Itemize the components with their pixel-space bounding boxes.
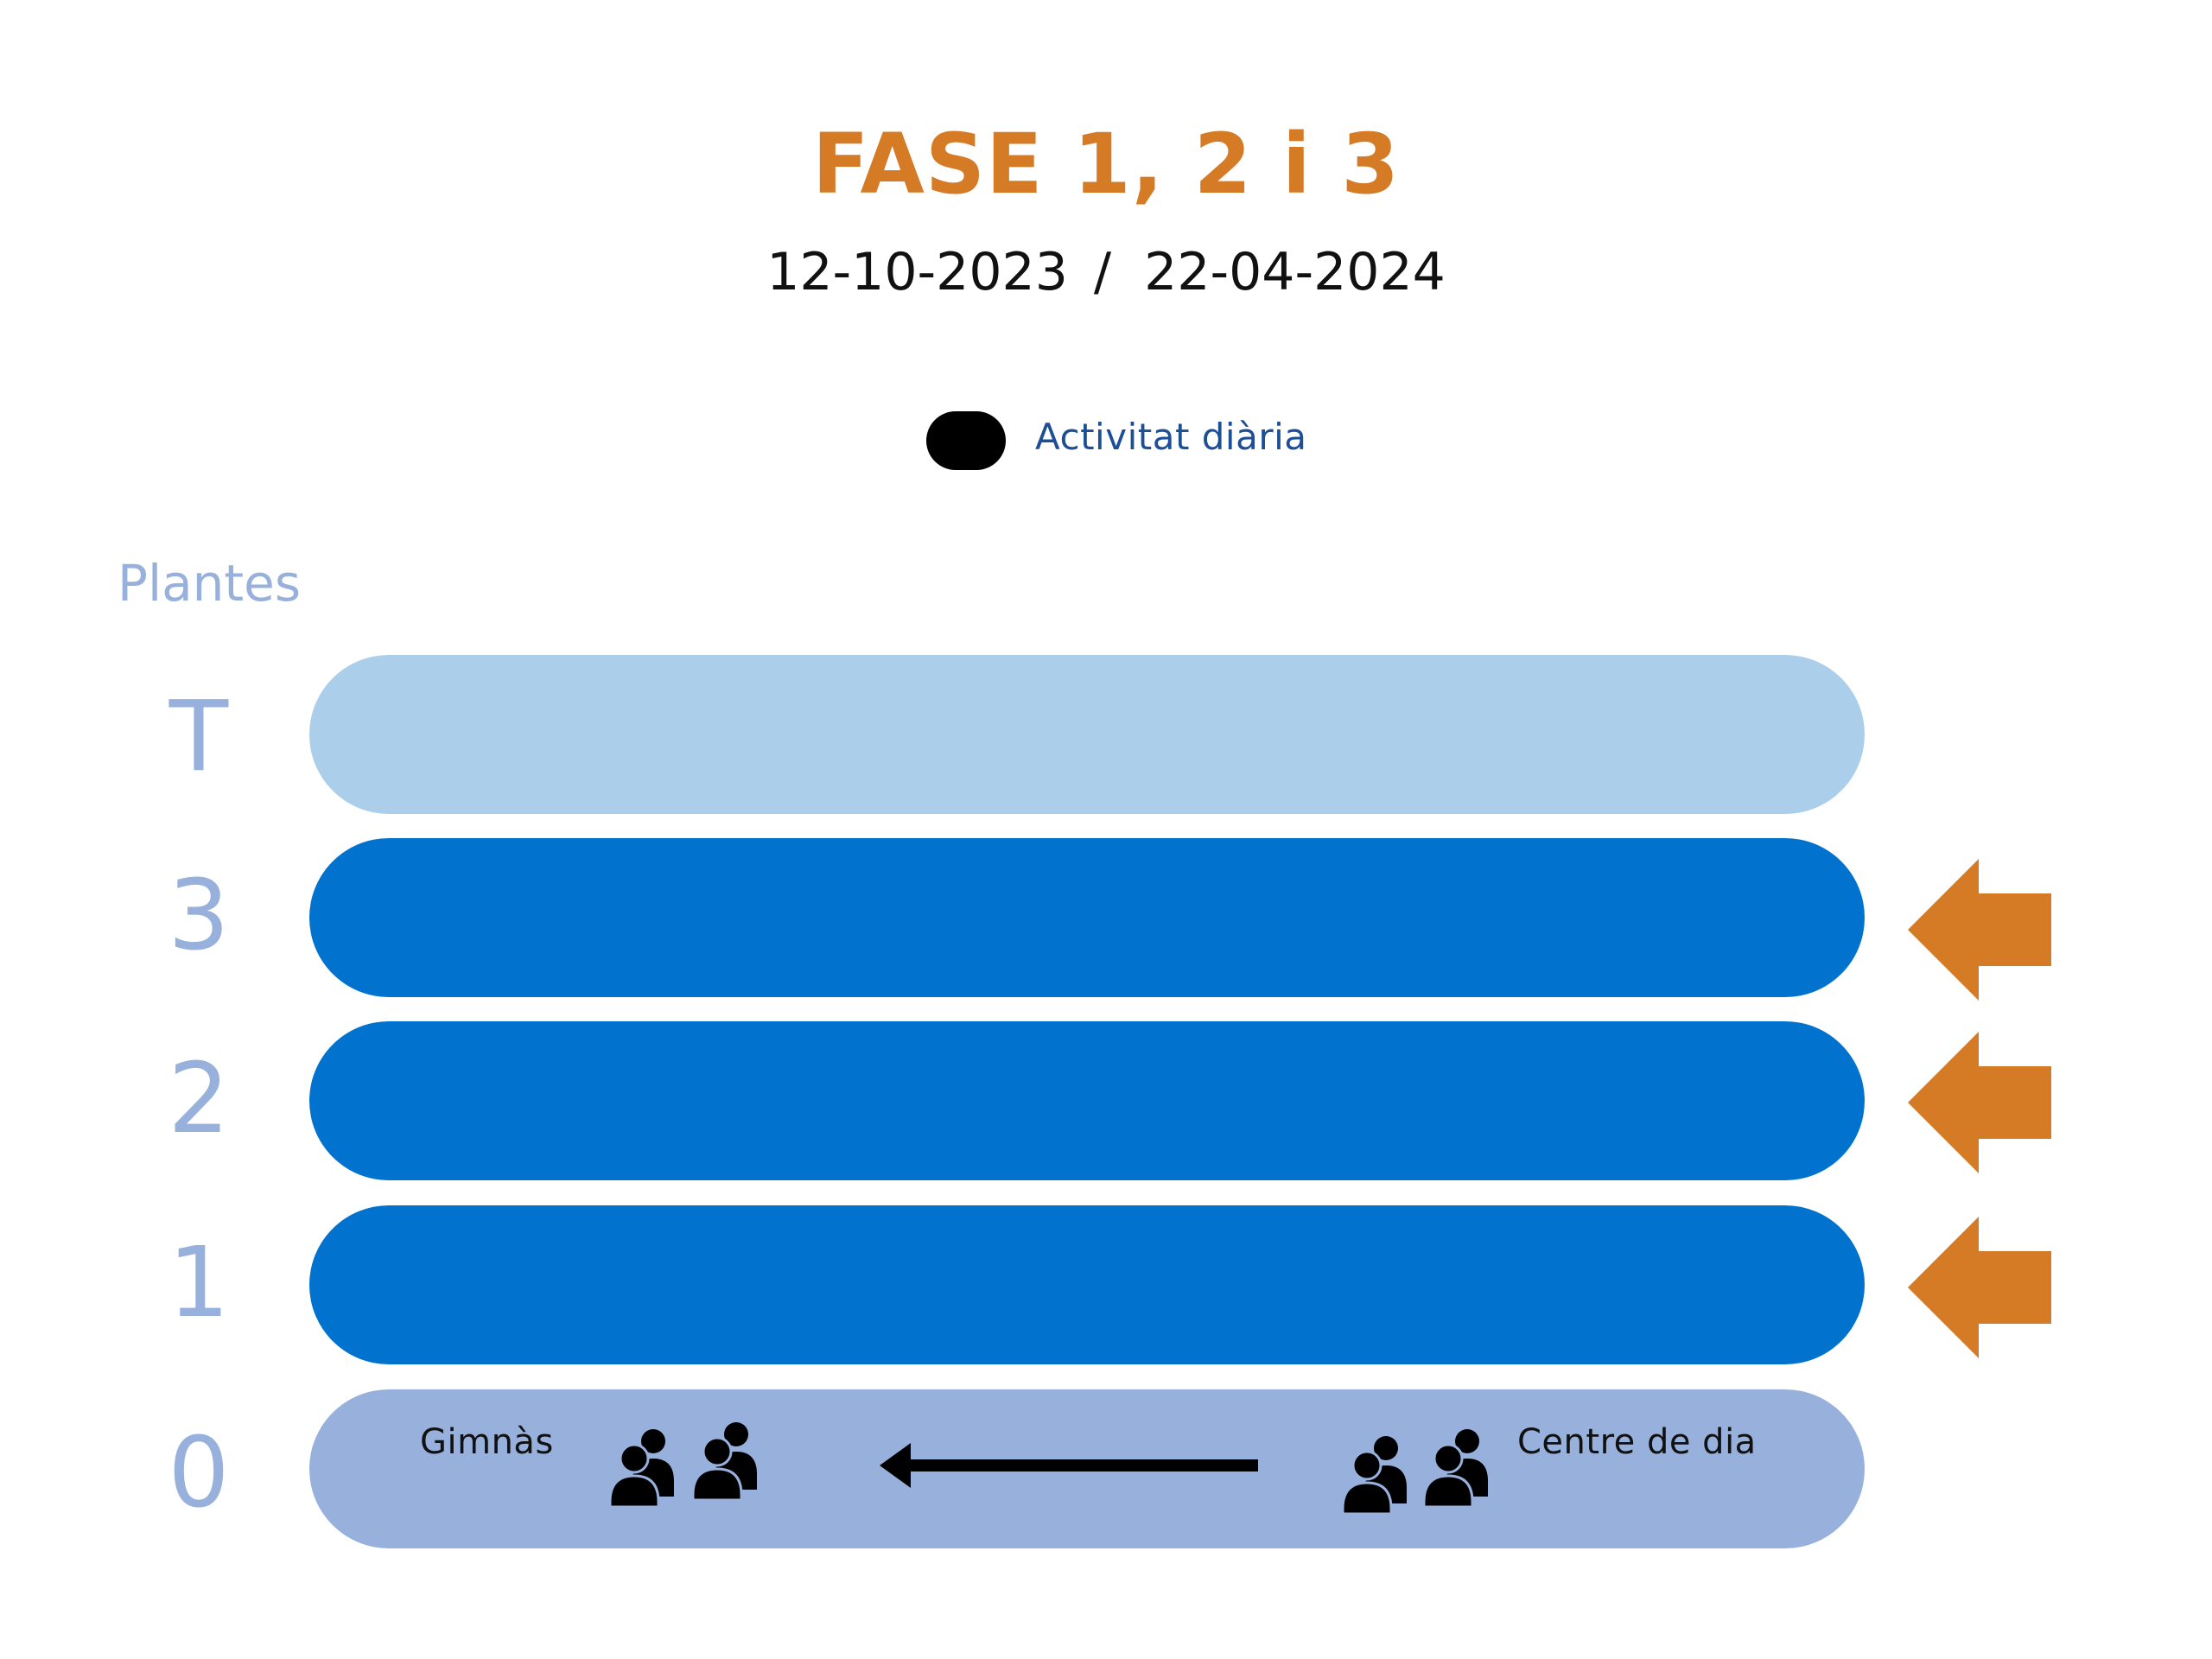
room-label-centre-de-dia: Centre de dia (1517, 1422, 1757, 1462)
axis-title: Plantes (118, 554, 302, 613)
people-group-icon (691, 1421, 760, 1500)
orange-left-arrow-icon (1908, 859, 2051, 1001)
floor-bar-3 (309, 838, 1865, 997)
floor-label-1: 1 (168, 1227, 230, 1339)
floor-bar-1 (309, 1205, 1865, 1364)
end-date: 22-04-2024 (1144, 242, 1446, 302)
floor-bar-2 (309, 1021, 1865, 1180)
date-separator: / (1093, 242, 1112, 302)
legend-label: Activitat diària (1035, 416, 1307, 458)
page-title: FASE 1, 2 i 3 (811, 116, 1401, 213)
floor-label-t: T (168, 681, 229, 793)
floor-bar-t (309, 655, 1865, 814)
floor-label-3: 3 (168, 860, 230, 972)
left-arrow-icon (880, 1443, 1258, 1488)
start-date: 12-10-2023 (766, 242, 1068, 302)
floor-label-0: 0 (168, 1417, 230, 1529)
room-label-gimnas: Gimnàs (420, 1422, 554, 1462)
orange-left-arrow-icon (1908, 1217, 2051, 1358)
date-range: 12-10-2023 / 22-04-2024 (0, 242, 2212, 302)
legend-pill-marker (926, 411, 1006, 470)
people-group-icon (608, 1427, 677, 1507)
people-group-icon (1422, 1427, 1491, 1507)
people-group-icon (1341, 1434, 1410, 1514)
orange-left-arrow-icon (1908, 1032, 2051, 1173)
floor-label-2: 2 (168, 1043, 230, 1155)
